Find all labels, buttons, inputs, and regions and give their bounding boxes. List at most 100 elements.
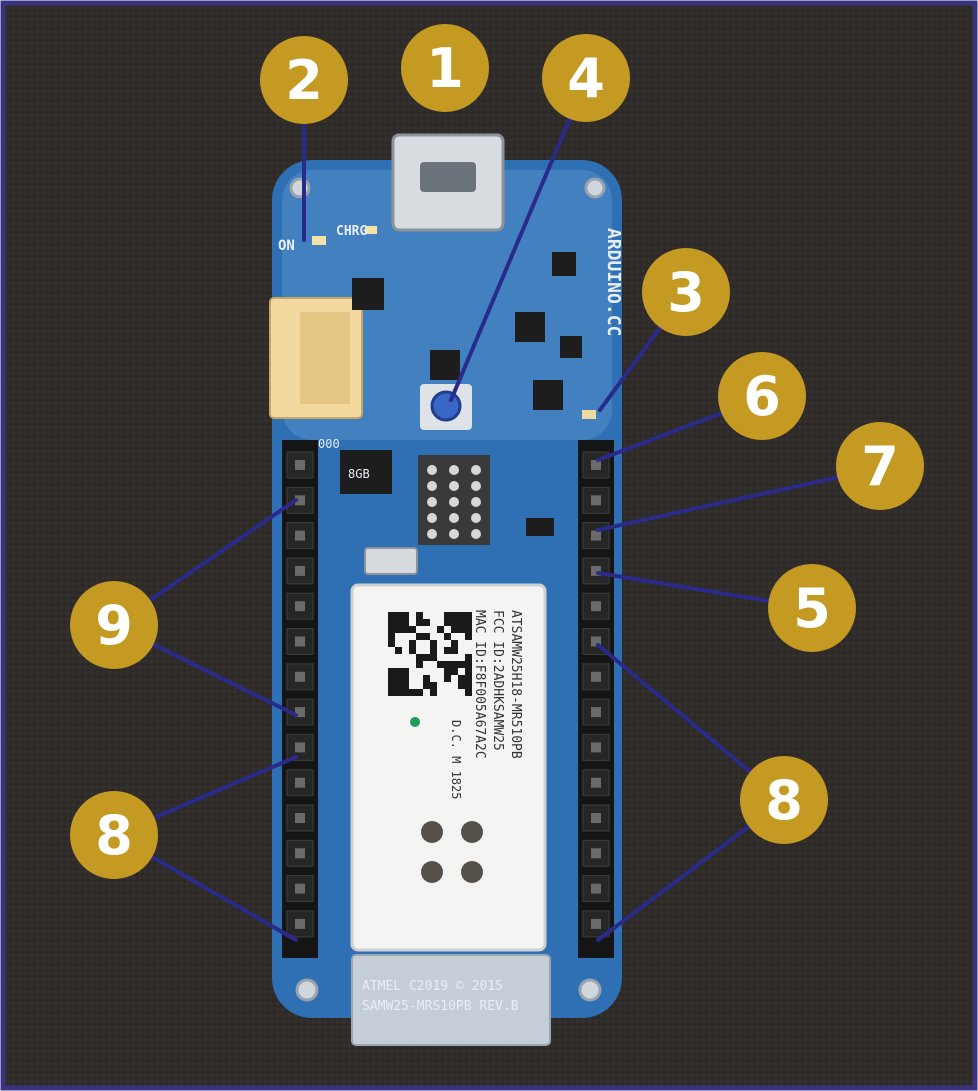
qr-cell [409, 626, 416, 633]
reset-button [432, 392, 460, 420]
qr-cell [395, 675, 402, 682]
qr-cell [395, 689, 402, 696]
qr-cell [416, 619, 423, 626]
qr-cell [465, 633, 472, 640]
callout-6-label: 6 [743, 365, 781, 428]
qr-cell [465, 668, 472, 675]
qr-cell [465, 689, 472, 696]
qr-cell [388, 668, 395, 675]
header-pin-hole [295, 742, 305, 752]
qr-cell [444, 647, 451, 654]
chip [352, 278, 384, 310]
qr-cell [423, 675, 430, 682]
qr-cell [402, 619, 409, 626]
header-pin-hole [295, 672, 305, 682]
mount-hole-bl [297, 980, 317, 1000]
chip [526, 518, 554, 536]
qr-cell [388, 675, 395, 682]
qr-cell [458, 661, 465, 668]
callout-8-right-label: 8 [765, 769, 803, 832]
module-bottom-line2: SAMW25-MRS10PB REV.B [362, 999, 519, 1014]
header-pin-hole [295, 848, 305, 858]
qr-cell [465, 682, 472, 689]
qr-cell [465, 661, 472, 668]
callout-5: 5 [768, 564, 856, 652]
qr-cell [451, 612, 458, 619]
qr-cell [465, 675, 472, 682]
qr-cell [409, 689, 416, 696]
qr-cell [402, 668, 409, 675]
qr-cell [458, 619, 465, 626]
qr-cell [416, 661, 423, 668]
qr-cell [451, 668, 458, 675]
qr-cell [423, 654, 430, 661]
qr-cell [416, 612, 423, 619]
qr-cell [444, 668, 451, 675]
qr-cell [402, 675, 409, 682]
silk-on: ON [278, 238, 295, 254]
callout-9-label: 9 [95, 594, 133, 657]
silk-chrg: CHRG [336, 224, 367, 239]
chip [533, 380, 563, 410]
callout-8-right: 8 [740, 756, 828, 844]
qr-cell [430, 647, 437, 654]
qr-cell [388, 626, 395, 633]
header-pin-hole [295, 601, 305, 611]
usb-opening [420, 162, 476, 192]
qr-cell [388, 633, 395, 640]
chip [552, 252, 576, 276]
module-bottom-line1: ATMEL C2019 © 2015 [362, 979, 503, 994]
qr-cell [465, 626, 472, 633]
header-pin-hole [591, 848, 601, 858]
callout-3: 3 [642, 248, 730, 336]
qr-cell [444, 612, 451, 619]
header-pin-hole [295, 813, 305, 823]
led-l [582, 410, 596, 419]
qr-cell [444, 675, 451, 682]
module-label-line4: D.C. M 1825 [449, 720, 463, 799]
header-pin-hole [591, 531, 601, 541]
silk-brand: ARDUINO.CC [603, 228, 624, 336]
qr-cell [430, 682, 437, 689]
qr-cell [395, 619, 402, 626]
header-pin-hole [295, 884, 305, 894]
header-pin-hole [295, 637, 305, 647]
header-pin-hole [591, 813, 601, 823]
header-pin-hole [295, 566, 305, 576]
qr-cell [402, 689, 409, 696]
chip [430, 350, 460, 380]
qr-cell [395, 626, 402, 633]
qr-cell [465, 612, 472, 619]
qr-cell [451, 626, 458, 633]
header-pin-hole [591, 495, 601, 505]
qr-cell [444, 619, 451, 626]
header-pin-hole [591, 884, 601, 894]
module-label-line2: FCC ID:2ADHKSAMW25 [490, 610, 505, 751]
callout-1-label: 1 [426, 37, 464, 100]
chip [560, 336, 582, 358]
header-pin-hole [295, 460, 305, 470]
qr-cell [409, 640, 416, 647]
battery-connector-slot [300, 312, 350, 404]
callout-3-label: 3 [667, 261, 705, 324]
callout-5-label: 5 [793, 577, 831, 640]
qr-cell [395, 647, 402, 654]
crystal [365, 548, 417, 574]
qr-cell [430, 654, 437, 661]
qr-cell [388, 612, 395, 619]
callout-9: 9 [70, 581, 158, 669]
silk-header-mark: 000 [318, 437, 340, 451]
callout-4-label: 4 [567, 47, 605, 110]
qr-cell [430, 640, 437, 647]
header-pin-hole [295, 778, 305, 788]
qr-cell [458, 612, 465, 619]
header-pin-hole [591, 778, 601, 788]
qr-cell [458, 675, 465, 682]
module-dot [410, 717, 420, 727]
qr-cell [465, 619, 472, 626]
qr-cell [388, 619, 395, 626]
qr-cell [416, 633, 423, 640]
qr-cell [402, 612, 409, 619]
